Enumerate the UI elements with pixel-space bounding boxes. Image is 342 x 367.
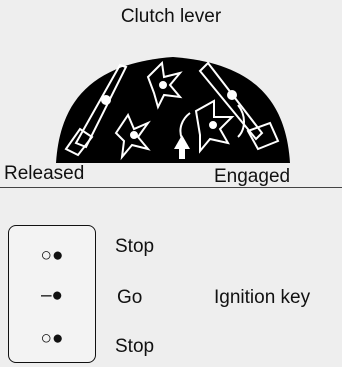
stop-label-bottom: Stop (115, 336, 155, 357)
go-symbol: –● (40, 285, 64, 306)
go-label: Go (117, 287, 143, 308)
engaged-star-icon (179, 99, 245, 154)
rotation-arrow-icon (174, 135, 190, 159)
section-divider (0, 187, 342, 188)
engaged-label: Engaged (214, 166, 291, 187)
stop-symbol-top: ○● (40, 245, 64, 266)
released-star-icon (114, 112, 151, 161)
clutch-diagram-graphic (56, 57, 290, 163)
clutch-lever-title: Clutch lever (120, 6, 222, 27)
ignition-key-label: Ignition key (214, 287, 311, 308)
stop-symbol-bottom: ○● (40, 328, 64, 349)
released-label: Released (4, 163, 85, 184)
ignition-key-box (8, 225, 96, 363)
center-star-icon (146, 60, 183, 110)
released-lever-icon (64, 63, 128, 157)
stop-label-top: Stop (115, 236, 155, 257)
engaged-lever-icon (198, 61, 280, 151)
